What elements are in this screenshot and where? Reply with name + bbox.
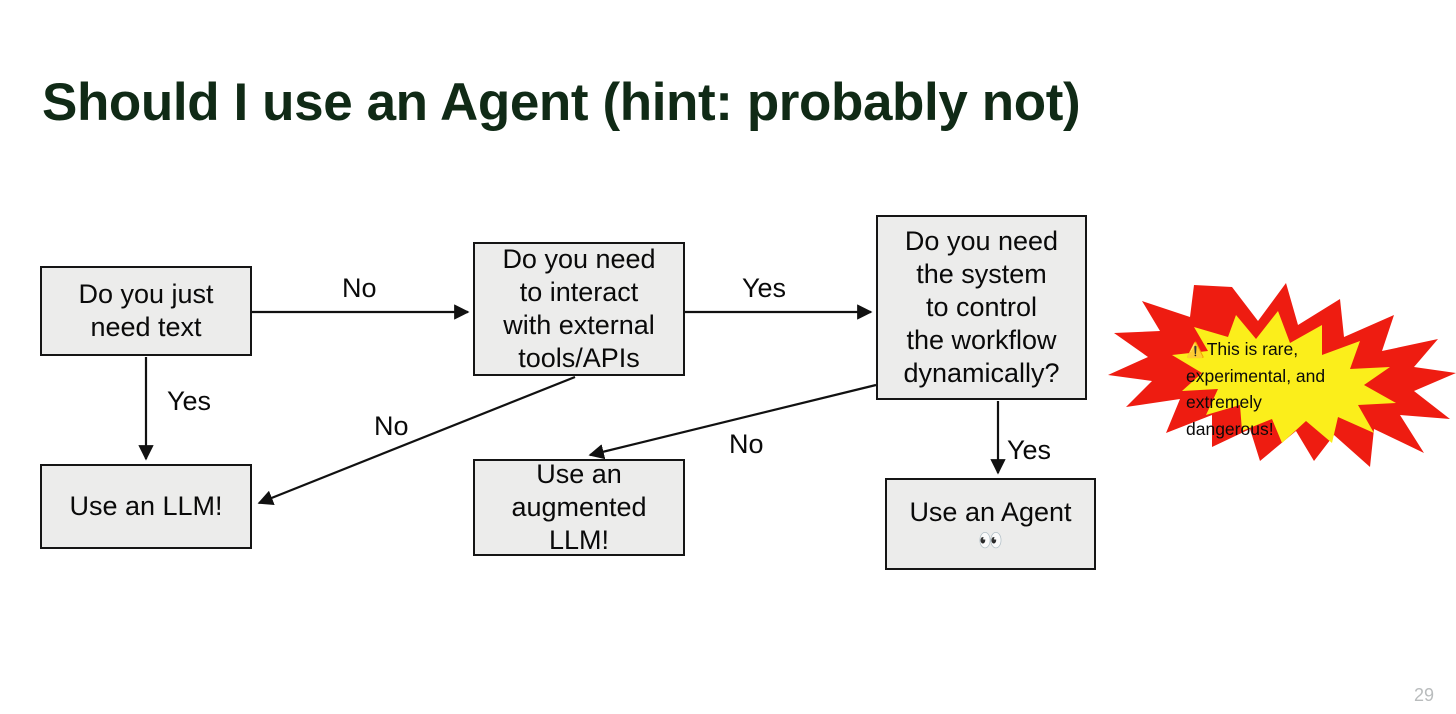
page-title: Should I use an Agent (hint: probably no… bbox=[42, 73, 1081, 132]
edge-label-interact-to-use-llm: No bbox=[374, 411, 409, 441]
eyes-icon: 👀 bbox=[978, 529, 1003, 552]
page-number: 29 bbox=[1413, 685, 1434, 705]
use-agent-content: Use an Agent 👀 bbox=[909, 497, 1071, 551]
edge-label-need-text-to-interact: No bbox=[342, 273, 377, 303]
flow-node-use-an-augmented-llm[interactable]: Use an augmented LLM! bbox=[473, 459, 685, 556]
warning-text: ⚠️This is rare, experimental, and extrem… bbox=[1186, 336, 1336, 442]
flow-node-do-you-need-to-interact-with-external-tools[interactable]: Do you need to interact with external to… bbox=[473, 242, 685, 376]
starburst-inner-yellow bbox=[1172, 311, 1396, 443]
edge-label-need-text-to-use-llm: Yes bbox=[167, 386, 212, 416]
starburst-shape bbox=[1108, 283, 1456, 467]
edge-label-workflow-to-augmented: No bbox=[729, 429, 764, 459]
flow-node-use-an-agent[interactable]: Use an Agent 👀 bbox=[885, 478, 1096, 570]
warning-triangle-icon: ⚠️ bbox=[1186, 342, 1205, 359]
flow-node-do-you-need-the-system-to-control-the-workflow[interactable]: Do you need the system to control the wo… bbox=[876, 215, 1087, 400]
use-agent-label: Use an Agent bbox=[909, 497, 1072, 528]
flow-node-do-you-just-need-text[interactable]: Do you just need text bbox=[40, 266, 252, 356]
edge-label-workflow-to-use-agent: Yes bbox=[1007, 435, 1052, 465]
warning-message: This is rare, experimental, and extremel… bbox=[1186, 339, 1326, 439]
edge-label-interact-to-workflow: Yes bbox=[742, 273, 787, 303]
warning-starburst-callout: ⚠️This is rare, experimental, and extrem… bbox=[1108, 281, 1456, 467]
flow-node-use-an-llm[interactable]: Use an LLM! bbox=[40, 464, 252, 549]
